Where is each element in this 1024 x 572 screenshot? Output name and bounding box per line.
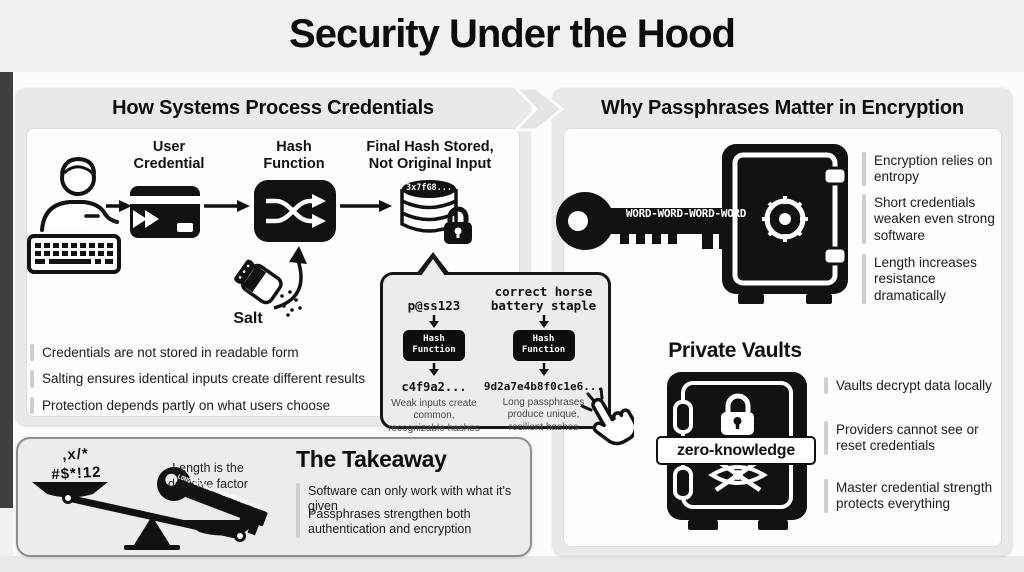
- bullet-bar: [862, 194, 866, 245]
- stored-hash-label-line2: Not Original Input: [368, 155, 492, 172]
- safe-icon: [722, 144, 848, 304]
- scale-caption: Length is the decisive factor: [168, 461, 248, 491]
- db-hash-text: 3x7fG8...: [405, 183, 453, 193]
- down-arrow-icon: [429, 362, 439, 376]
- bullet-bar: [296, 483, 300, 515]
- page-title: Security Under the Hood: [289, 12, 736, 56]
- bullet-bar: [862, 152, 866, 186]
- stored-hash-label: Final Hash Stored, Not Original Input: [366, 139, 494, 172]
- strong-hash-column: correct horse battery staple Hash Functi…: [483, 283, 604, 435]
- hash-function-icon: [254, 180, 336, 242]
- credentials-bullets: Credentials are not stored in readable f…: [30, 344, 518, 415]
- hash-function-label: Hash Function: [263, 139, 325, 172]
- down-arrow-icon: [429, 315, 439, 328]
- strong-output: 9d2a7e4b8f0c1e6...: [483, 379, 604, 393]
- credentials-bullet-1: Credentials are not stored in readable f…: [30, 344, 518, 362]
- panel-chevron-icon: [512, 86, 565, 132]
- database-icon: [400, 180, 472, 244]
- weak-output: c4f9a2...: [401, 379, 467, 394]
- encryption-bullet-2: Short credentials weaken even strong sof…: [862, 194, 1010, 245]
- strong-caption: Long passphrases produce unique, resilie…: [502, 396, 585, 433]
- strong-hash-chip: Hash Function: [512, 330, 575, 361]
- bottom-band: [0, 556, 1024, 572]
- credentials-bullet-2: Salting ensures identical inputs create …: [30, 370, 518, 388]
- credentials-bullet-3: Protection depends partly on what users …: [30, 396, 518, 415]
- credential-card-icon: [130, 186, 200, 238]
- weak-input: p@ss123: [407, 298, 461, 313]
- bullet-bar: [824, 479, 828, 513]
- bullet-bar: [862, 254, 866, 305]
- weak-caption: Weak inputs create common, recognizable …: [388, 397, 480, 434]
- balance-scale-icon: [32, 467, 268, 550]
- bullet-bar: [824, 377, 828, 395]
- click-hand-icon: [580, 387, 634, 446]
- weak-hash-column: p@ss123 Hash Function c4f9a2... Weak inp…: [388, 283, 480, 435]
- zero-knowledge-banner: zero-knowledge: [656, 436, 816, 465]
- user-credential-label: User Credential: [133, 139, 205, 172]
- down-arrow-icon: [538, 362, 549, 376]
- bullet-bar: [824, 421, 828, 455]
- takeaway-bullet-1: Software can only work with what it's gi…: [296, 483, 524, 515]
- flow-arrow-1: [106, 200, 132, 212]
- credentials-panel-title: How Systems Process Credentials: [112, 97, 434, 119]
- flow-arrow-3: [340, 200, 392, 212]
- strong-input: correct horse battery staple: [490, 284, 597, 313]
- hash-comparison-callout: p@ss123 Hash Function c4f9a2... Weak inp…: [380, 272, 611, 434]
- encryption-panel-title: Why Passphrases Matter in Encryption: [601, 97, 964, 119]
- bullet-bar: [30, 370, 34, 388]
- salt-to-hash-arrow: [273, 246, 307, 310]
- takeaway-bullet-2: Passphrases strengthen both authenticati…: [296, 506, 518, 538]
- vault-bullet-1: Vaults decrypt data locally: [824, 377, 1002, 395]
- takeaway-title: The Takeaway: [296, 446, 447, 472]
- callout-pointer-fill: [421, 259, 445, 276]
- salt-label: Salt: [233, 310, 263, 327]
- scale-symbols: ,x/* #$*!12: [31, 444, 121, 486]
- encryption-bullet-3: Length increases resistance dramatically: [862, 254, 1010, 305]
- weak-hash-chip: Hash Function: [403, 330, 465, 361]
- passphrase-key-text: WORD-WORD-WORD-WORD: [625, 207, 747, 220]
- takeaway-panel: [16, 437, 532, 557]
- bullet-bar: [30, 344, 34, 362]
- flow-arrow-2: [204, 200, 250, 212]
- stored-hash-label-line1: Final Hash Stored,: [366, 139, 494, 155]
- bullet-bar: [30, 396, 34, 415]
- encryption-bullet-1: Encryption relies on entropy: [862, 152, 1010, 186]
- salt-shaker-icon: [234, 259, 302, 317]
- vault-bullet-3: Master credential strength protects ever…: [824, 479, 1002, 513]
- vault-bullet-2: Providers cannot see or reset credential…: [824, 421, 1002, 455]
- down-arrow-icon: [538, 315, 549, 328]
- user-at-keyboard-icon: [27, 156, 121, 274]
- bullet-bar: [296, 506, 300, 538]
- left-dark-strip: [0, 72, 13, 508]
- private-vaults-title: Private Vaults: [668, 339, 802, 362]
- zero-knowledge-banner-text: zero-knowledge: [676, 441, 796, 459]
